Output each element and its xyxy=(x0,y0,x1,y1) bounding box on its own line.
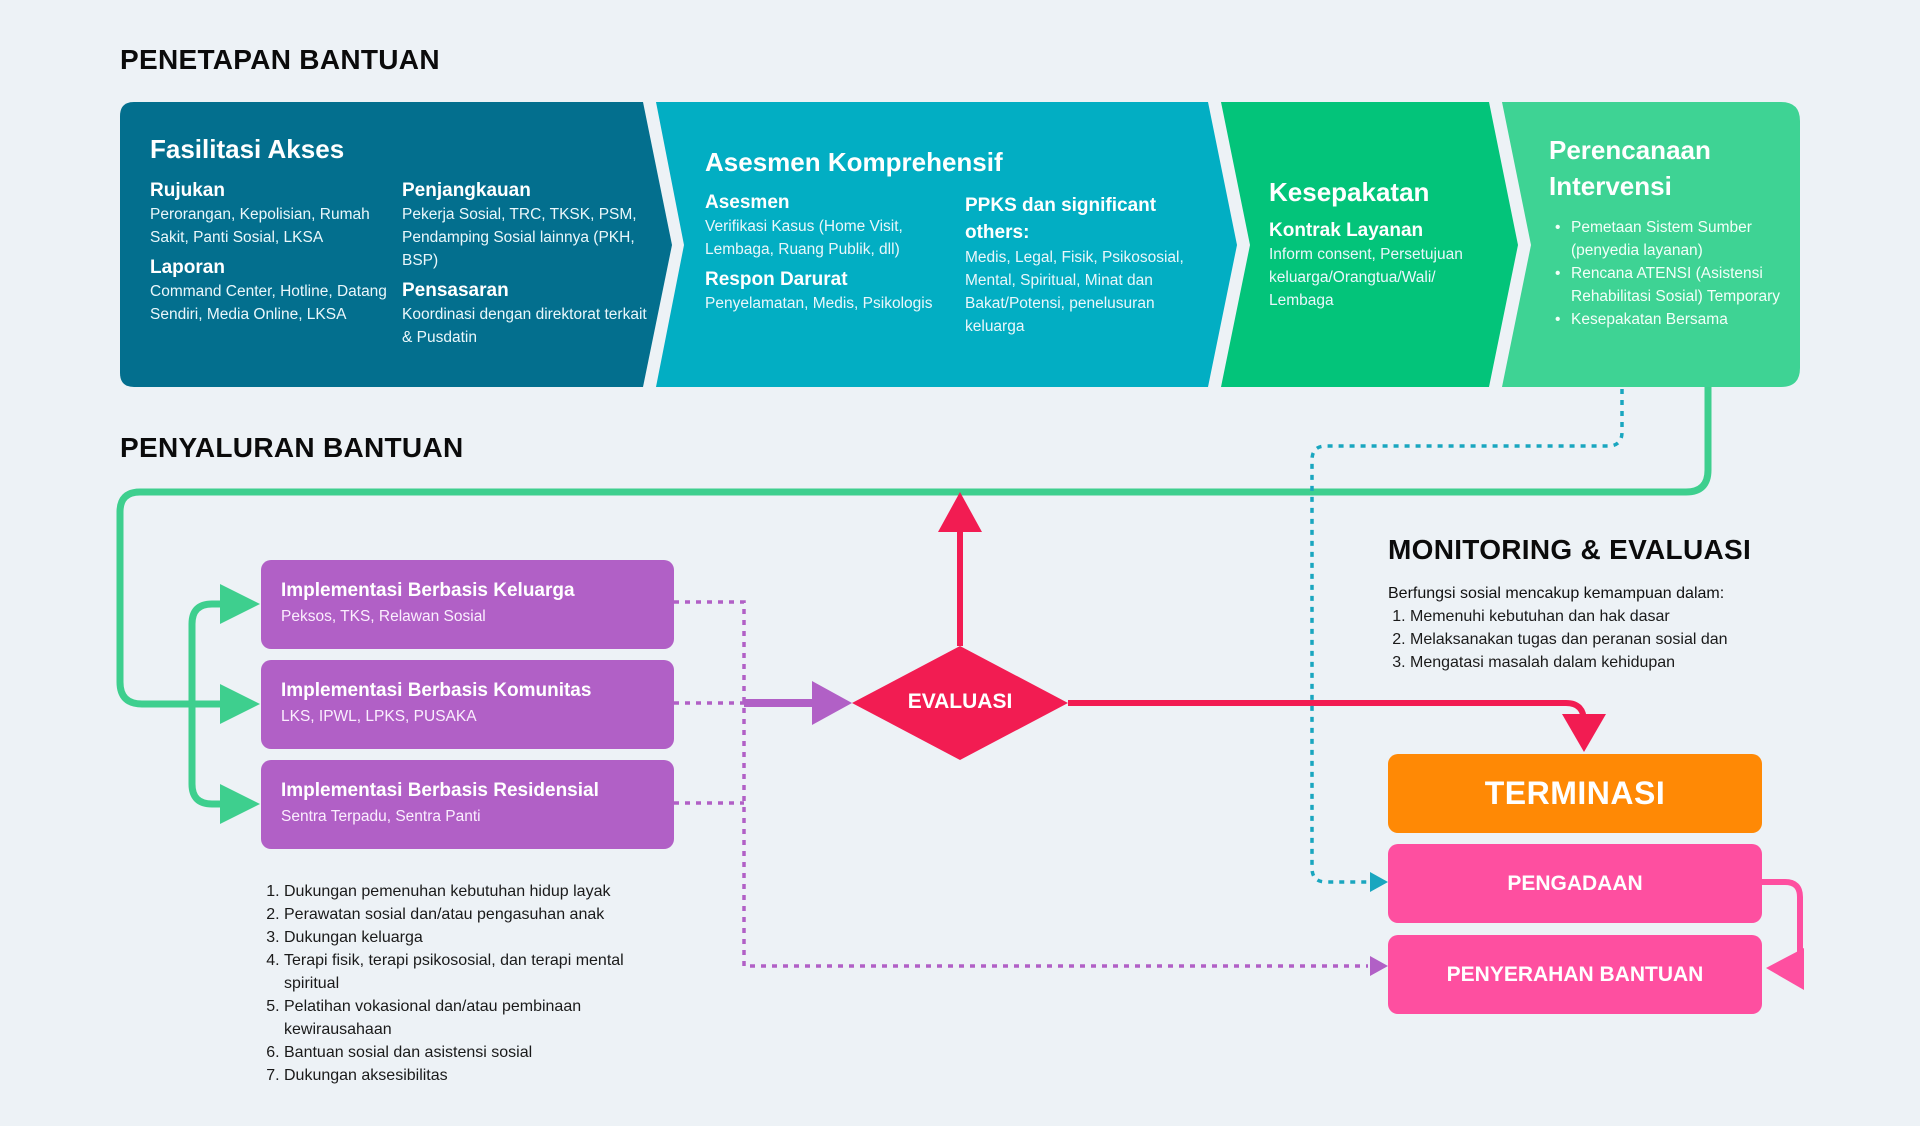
stage1-rujukan-text: Perorangan, Kepolisian, Rumah Sakit, Pan… xyxy=(150,205,370,246)
stage1-pensasaran-heading: Pensasaran xyxy=(402,279,509,301)
purple-arrow-penyerahan xyxy=(1370,956,1388,976)
stage2-col2: PPKS dan significant others: Medis, Lega… xyxy=(965,192,1195,346)
monitoring-item: Memenuhi kebutuhan dan hak dasar xyxy=(1410,605,1808,628)
red-arrow-up xyxy=(938,492,982,532)
stage2-respon-heading: Respon Darurat xyxy=(705,268,848,290)
impl-residensial-sub: Sentra Terpadu, Sentra Panti xyxy=(281,808,481,825)
impl-support-item: Pelatihan vokasional dan/atau pembinaan … xyxy=(284,995,664,1041)
impl-support-item: Dukungan aksesibilitas xyxy=(284,1064,664,1087)
impl-support-item: Dukungan pemenuhan kebutuhan hidup layak xyxy=(284,880,664,903)
stage1-col1: Rujukan Perorangan, Kepolisian, Rumah Sa… xyxy=(150,180,390,334)
section-title-penyaluran: PENYALURAN BANTUAN xyxy=(120,432,464,463)
stage1-penjangkauan-heading: Penjangkauan xyxy=(402,180,531,201)
impl-support-item: Terapi fisik, terapi psikososial, dan te… xyxy=(284,949,664,995)
stage2-asesmen-heading: Asesmen xyxy=(705,192,790,213)
impl-support-item: Perawatan sosial dan/atau pengasuhan ana… xyxy=(284,903,664,926)
stage2-col1: Asesmen Verifikasi Kasus (Home Visit, Le… xyxy=(705,192,945,323)
impl-residensial-title: Implementasi Berbasis Residensial xyxy=(281,780,599,801)
impl-support-item: Dukungan keluarga xyxy=(284,926,664,949)
terminasi-box: TERMINASI xyxy=(1388,754,1762,833)
pengadaan-box: PENGADAAN xyxy=(1388,844,1762,923)
green-arrow-residensial xyxy=(220,784,260,824)
impl-keluarga-title: Implementasi Berbasis Keluarga xyxy=(281,580,575,601)
stage1-rujukan-heading: Rujukan xyxy=(150,180,225,201)
pink-connector xyxy=(1762,879,1803,958)
stage1-col2: Penjangkauan Pekerja Sosial, TRC, TKSK, … xyxy=(402,180,652,357)
monitoring-intro: Berfungsi sosial mencakup kemampuan dala… xyxy=(1388,585,1725,602)
purple-dotted-keluarga xyxy=(674,600,1368,968)
stage1-penjangkauan-text: Pekerja Sosial, TRC, TKSK, PSM, Pendampi… xyxy=(402,205,637,269)
stage3-shape xyxy=(1221,102,1518,387)
stage2-title: Asesmen Komprehensif xyxy=(705,147,1003,177)
stage2-shape xyxy=(656,102,1237,387)
impl-support-item: Bantuan sosial dan asistensi sosial xyxy=(284,1041,664,1064)
section-title-monitoring: MONITORING & EVALUASI xyxy=(1388,534,1752,565)
stage3-title: Kesepakatan xyxy=(1269,177,1430,207)
purple-arrow-evaluasi xyxy=(812,681,852,725)
pink-arrow-penyerahan xyxy=(1766,948,1804,990)
stage1-laporan-text: Command Center, Hotline, Datang Sendiri,… xyxy=(150,282,387,323)
stage2-respon-text: Penyelamatan, Medis, Psikologis xyxy=(705,294,933,312)
impl-keluarga-box: Implementasi Berbasis Keluarga Peksos, T… xyxy=(261,560,674,649)
stage2-ppks-heading: PPKS dan significant others: xyxy=(965,195,1157,243)
impl-residensial-box: Implementasi Berbasis Residensial Sentra… xyxy=(261,760,674,849)
teal-arrow-pengadaan xyxy=(1370,872,1388,892)
stage4-item: Kesepakatan Bersama xyxy=(1555,308,1784,331)
monitoring-block: Berfungsi sosial mencakup kemampuan dala… xyxy=(1388,582,1808,674)
evaluasi-diamond xyxy=(852,646,1068,760)
stage4-item: Rencana ATENSI (Asistensi Rehabilitasi S… xyxy=(1555,262,1784,308)
stage3-heading: Kontrak Layanan xyxy=(1269,220,1424,242)
section-title-penetapan: PENETAPAN BANTUAN xyxy=(120,44,440,75)
stage4-list: Pemetaan Sistem Sumber (penyedia layanan… xyxy=(1549,216,1784,331)
evaluasi-label: EVALUASI xyxy=(907,690,1013,713)
impl-komunitas-box: Implementasi Berbasis Komunitas LKS, IPW… xyxy=(261,660,674,749)
green-bracket xyxy=(188,600,228,808)
stage1-title: Fasilitasi Akses xyxy=(150,134,345,164)
red-arrow-down xyxy=(1562,714,1606,752)
green-arrow-komunitas xyxy=(220,684,260,724)
stage1-shape xyxy=(120,102,672,387)
monitoring-item: Mengatasi masalah dalam kehidupan xyxy=(1410,651,1808,674)
stage3-text: Inform consent, Persetujuan keluarga/Ora… xyxy=(1269,245,1463,309)
stage-perencanaan-intervensi: Perencanaan Intervensi Pemetaan Sistem S… xyxy=(1549,132,1784,331)
stage4-item: Pemetaan Sistem Sumber (penyedia layanan… xyxy=(1555,216,1784,262)
monitoring-item: Melaksanakan tugas dan peranan sosial da… xyxy=(1410,628,1808,651)
impl-keluarga-sub: Peksos, TKS, Relawan Sosial xyxy=(281,608,486,625)
green-connector xyxy=(116,387,1712,708)
stage1-pensasaran-text: Koordinasi dengan direktorat terkait & P… xyxy=(402,305,647,346)
penyerahan-bantuan-box: PENYERAHAN BANTUAN xyxy=(1388,935,1762,1014)
impl-support-list: Dukungan pemenuhan kebutuhan hidup layak… xyxy=(262,880,664,1087)
stage2-ppks-text: Medis, Legal, Fisik, Psikososial, Mental… xyxy=(965,249,1184,335)
stage1-laporan-heading: Laporan xyxy=(150,256,225,278)
stage-kesepakatan: Kesepakatan Kontrak Layanan Inform conse… xyxy=(1269,177,1494,320)
monitoring-list: Memenuhi kebutuhan dan hak dasar Melaksa… xyxy=(1388,605,1808,674)
impl-komunitas-sub: LKS, IPWL, LPKS, PUSAKA xyxy=(281,708,477,725)
green-arrow-keluarga xyxy=(220,584,260,624)
stage-fasilitasi-akses: Fasilitasi Akses xyxy=(150,134,650,165)
red-line-right xyxy=(1068,700,1587,726)
stage4-title: Perencanaan Intervensi xyxy=(1549,135,1711,201)
stage2-asesmen-text: Verifikasi Kasus (Home Visit, Lembaga, R… xyxy=(705,217,903,258)
impl-komunitas-title: Implementasi Berbasis Komunitas xyxy=(281,680,592,701)
stage-asesmen-komprehensif: Asesmen Komprehensif xyxy=(705,147,1185,178)
